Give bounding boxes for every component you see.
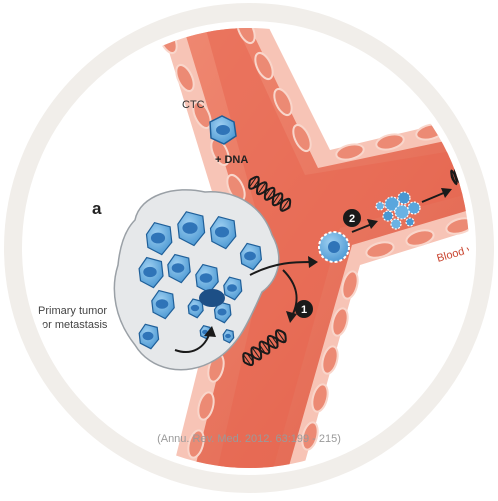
- tumor-cell-nucleus: [227, 284, 237, 292]
- dna-strand: [249, 175, 292, 208]
- tumor-cell-nucleus: [217, 308, 227, 316]
- tumor-cell-nucleus: [199, 273, 213, 283]
- dna-release-arrow: [282, 269, 298, 317]
- ctc-cell-icon: [209, 115, 237, 145]
- primary-tumor: [113, 189, 280, 371]
- cluster-arrow-head: [441, 188, 452, 198]
- dna-rung: [266, 188, 275, 201]
- apoptotic-cell: [199, 289, 225, 307]
- svg-text:1: 1: [301, 304, 307, 316]
- tumor-cell-nucleus: [143, 266, 157, 278]
- tumor-cell-nucleus: [244, 251, 256, 261]
- intravasation-arrow-head: [308, 256, 318, 268]
- citation: (Annu. Rev. Med. 2012. 63:199 - 215): [157, 433, 341, 445]
- tumor-cell-nucleus: [190, 304, 200, 312]
- dna-helix-icon: [242, 329, 287, 367]
- intravasation-arrow: [249, 261, 313, 276]
- dna-label: + DNA: [215, 154, 248, 166]
- tumor-cell-nucleus: [225, 333, 231, 339]
- dna-rung: [272, 192, 281, 205]
- circulating-tumor-cell-icon: [318, 231, 350, 263]
- dna-rung: [280, 198, 290, 211]
- dna-helix-icon: [248, 175, 292, 212]
- dna-rung: [261, 341, 270, 353]
- dna-rung: [276, 330, 286, 343]
- dna-rung: [248, 176, 258, 188]
- panel-letter: a: [92, 199, 102, 218]
- tumor-internal-arrow-head: [204, 326, 216, 337]
- tumor-cell-nucleus: [142, 331, 154, 341]
- tumor-cell-nucleus: [171, 263, 185, 273]
- step-2-badge: 2: [343, 209, 361, 227]
- primary-tumor-label-line2: or metastasis: [42, 319, 108, 331]
- dna-rung: [251, 347, 261, 360]
- tumor-cell-nucleus: [150, 232, 166, 244]
- circulation-arrow-head: [367, 219, 378, 229]
- dna-rung: [267, 337, 276, 349]
- tumor-cell-nucleus: [155, 299, 169, 309]
- primary-tumor-label-line1: Primary tumor: [38, 305, 107, 317]
- dna-rung: [257, 182, 267, 195]
- svg-text:2: 2: [349, 213, 355, 225]
- ctc-cluster-icon: [375, 191, 421, 230]
- tumor-cell-nucleus: [182, 222, 198, 234]
- dna-strand: [243, 333, 287, 367]
- ctc-label: CTC: [182, 99, 205, 111]
- step-1-badge: 1: [295, 300, 313, 318]
- cluster-arrow: [421, 191, 447, 203]
- dna-strand: [248, 179, 290, 212]
- dna-rung: [242, 354, 252, 366]
- tumor-cell-nucleus: [214, 226, 230, 238]
- dna-strand: [242, 329, 286, 363]
- circulation-arrow: [351, 223, 373, 233]
- dna-release-arrow-head: [286, 311, 297, 323]
